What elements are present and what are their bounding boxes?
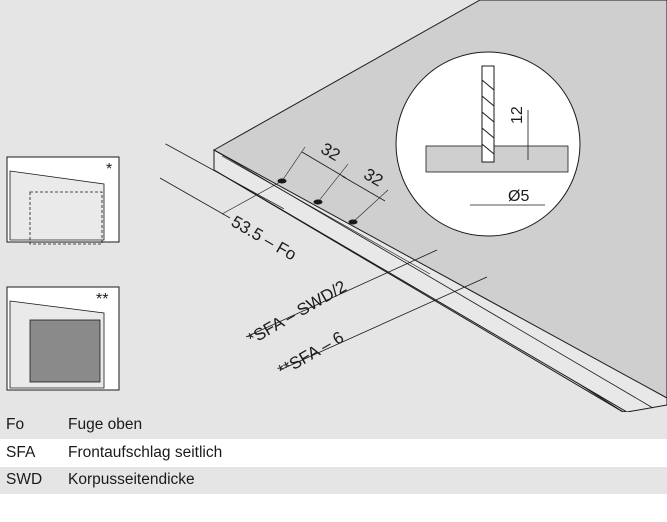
detail-drill-flute xyxy=(481,79,495,155)
dim-offset-line xyxy=(165,143,285,210)
legend-desc: Korpusseitendicke xyxy=(68,471,195,489)
legend-desc: Fuge oben xyxy=(68,416,143,434)
dim-sfa-6-line xyxy=(279,276,488,371)
panel-edge-line xyxy=(213,169,624,412)
dim-32-extension-1 xyxy=(281,146,306,182)
dim-32-extension-3 xyxy=(352,189,389,223)
dim-32-line-1 xyxy=(301,151,347,179)
legend-abbr: SWD xyxy=(6,471,43,489)
legend-abbr: SFA xyxy=(6,443,36,461)
thumbnail-2-front xyxy=(29,319,101,383)
detail-drill-bit xyxy=(481,65,495,163)
legend-table: Fo Fuge oben SFA Frontaufschlag seitlich… xyxy=(0,412,667,522)
detail-depth-label: 12 xyxy=(509,106,526,124)
drilling-diagram: 32 32 53.5 – Fo *SFA – SWD/2 **SFA – 6 1… xyxy=(0,0,667,412)
thumbnail-1-front-outline xyxy=(29,191,103,245)
legend-row-fo: Fo Fuge oben xyxy=(0,412,667,440)
legend-abbr: Fo xyxy=(6,416,25,434)
hole-center-line xyxy=(221,155,431,275)
dim-32-extension-2 xyxy=(317,163,349,203)
thumbnail-1-marker: * xyxy=(106,161,112,178)
legend-row-sfa: SFA Frontaufschlag seitlich xyxy=(0,439,667,467)
dim-offset-extension xyxy=(221,180,283,215)
thumbnail-1-cabinet xyxy=(9,170,105,241)
dim-offset-line-main xyxy=(159,177,231,219)
dim-sfa-swd-line xyxy=(245,249,438,338)
legend-desc: Frontaufschlag seitlich xyxy=(68,443,223,461)
detail-diameter-label: Ø5 xyxy=(508,188,529,205)
thumbnail-2-marker: ** xyxy=(96,291,108,308)
detail-panel-section xyxy=(425,145,569,173)
legend-row-swd: SWD Korpusseitendicke xyxy=(0,467,667,495)
dim-32-line-2 xyxy=(341,175,386,202)
